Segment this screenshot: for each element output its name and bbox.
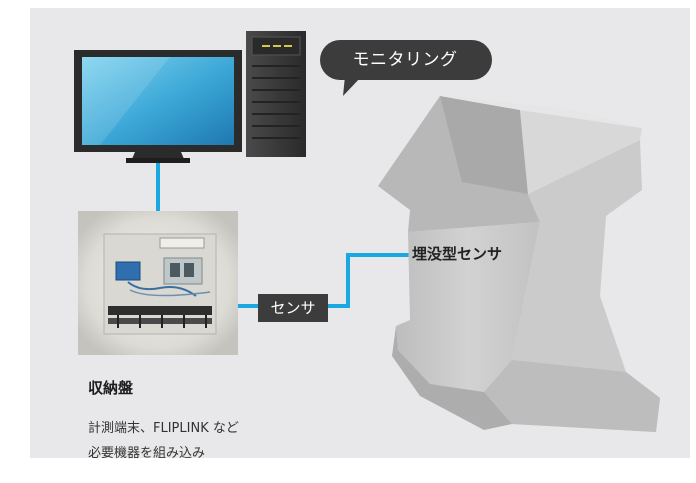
- sensor-embedded-line: [328, 253, 410, 308]
- connector-lines: [156, 162, 410, 308]
- monitor-icon: [74, 50, 242, 163]
- control-cabinet-photo: [78, 211, 238, 355]
- cabinet-description: 計測端末、FLIPLINK など 必要機器を組み込み: [88, 416, 239, 466]
- monitoring-bubble: [320, 40, 492, 96]
- server-tower-icon: [246, 31, 306, 157]
- cabinet-title: 収納盤: [88, 379, 134, 397]
- cabinet-description-line1: 計測端末、FLIPLINK など: [88, 421, 239, 436]
- cabinet-description-line2: 必要機器を組み込み: [88, 446, 206, 461]
- concrete-girder-icon: [378, 96, 660, 432]
- monitoring-label: モニタリング: [352, 50, 458, 70]
- embedded-sensor-label: 埋没型センサ: [412, 245, 503, 263]
- sensor-tag: センサ: [258, 294, 328, 322]
